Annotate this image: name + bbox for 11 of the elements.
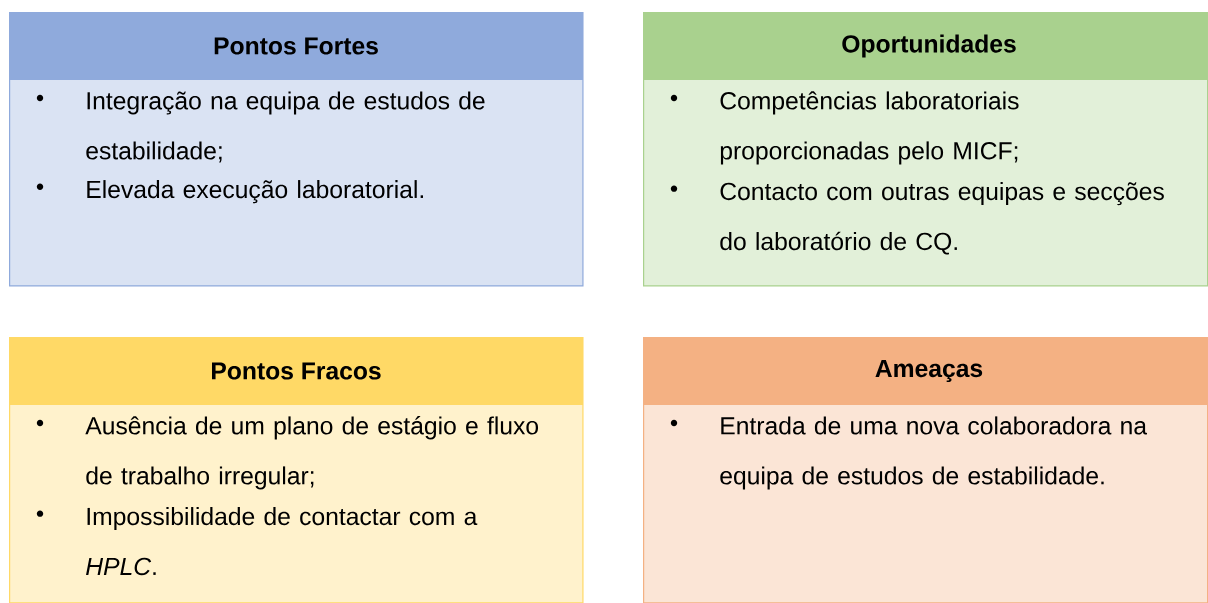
bullet-item: Contacto com outras equipas e secções do laboratório de CQ.	[720, 182, 1164, 255]
bullet-item: Competências laboratoriais proporcionadas pelo MICF;	[720, 91, 1019, 165]
bullet-item: Entrada de uma nova colaboradora na equipa de estudos de estabilidade.	[720, 416, 1147, 490]
heading: Pontos Fortes	[214, 37, 378, 55]
heading: Ameaças	[875, 359, 983, 383]
bullet-item: Elevada execução laboratorial.	[87, 180, 423, 204]
bullet-item: Impossibilidade de contactar com a HPLC.	[86, 507, 478, 576]
bullet-item: Ausência de um plano de estágio e fluxo de trabalho irregular;	[85, 416, 539, 490]
heading: Oportunidades	[842, 34, 1016, 58]
heading: Pontos Fracos	[212, 362, 381, 380]
bullet-item: Integração na equipa de estudos de estabilidade;	[86, 91, 485, 163]
